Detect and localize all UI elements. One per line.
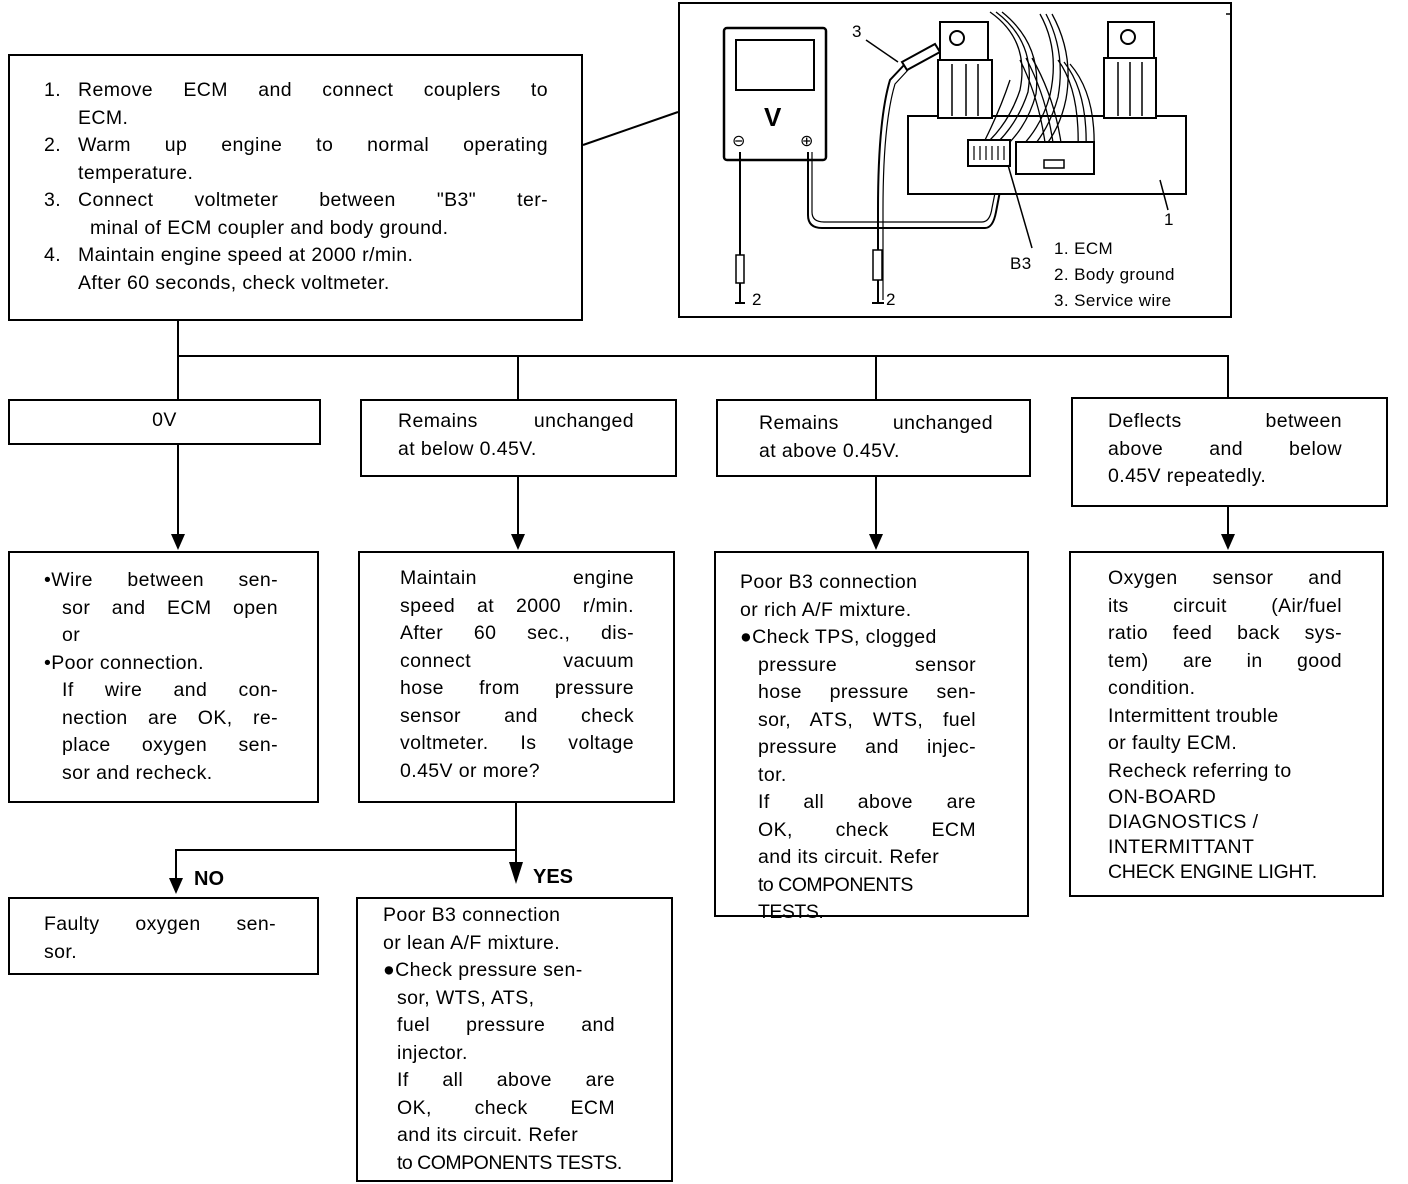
- step-1: 1. Remove ECM and connect couplers to EC…: [44, 77, 548, 132]
- arrow-line: [1227, 507, 1229, 537]
- callout-line: [582, 111, 679, 146]
- arrow-down-icon: [1221, 534, 1235, 550]
- connector-line: [875, 355, 877, 399]
- connector-line: [177, 321, 179, 399]
- result-below: [360, 399, 677, 477]
- callout-3-leader: [865, 39, 899, 63]
- yes-label: YES: [533, 866, 574, 888]
- action-below: [358, 551, 675, 803]
- legend-item: 3. Service wire: [1054, 291, 1172, 310]
- action-deflects: [1069, 551, 1384, 897]
- result-0v: [8, 399, 321, 445]
- step-number: 4.: [44, 244, 62, 266]
- action-0v: [8, 551, 319, 803]
- step-text: minal of ECM coupler and body ground.: [90, 216, 449, 239]
- no-result-box: [8, 897, 319, 975]
- branch-line: [515, 803, 517, 863]
- arrow-down-icon: [509, 862, 523, 884]
- arrow-down-icon: [511, 534, 525, 550]
- action-above: [714, 551, 1029, 917]
- arrow-down-icon: [169, 878, 183, 894]
- step-text: ECM.: [78, 106, 129, 129]
- step-2: 2. Warm up engine to normal operating te…: [44, 132, 548, 187]
- arrow-line: [875, 477, 877, 537]
- service-wire: [877, 63, 906, 300]
- arrow-down-icon: [171, 534, 185, 550]
- ecm-coupler-a: [1015, 141, 1095, 175]
- voltmeter-display: [735, 39, 815, 91]
- step-text: Connect voltmeter between "B3" ter-: [78, 189, 548, 211]
- connector-line: [517, 355, 519, 399]
- no-result-text: Faulty oxygen sen- sor.: [44, 913, 276, 963]
- step-text: Remove ECM and connect couplers to: [78, 79, 548, 101]
- meter-plus-icon: ⊕: [800, 133, 814, 150]
- meter-minus-icon: ⊖: [732, 133, 746, 150]
- yes-result-box: [356, 897, 673, 1182]
- connector-line: [1227, 355, 1229, 397]
- action-deflects-text: Oxygen sensor and its circuit (Air/fuel …: [1108, 567, 1342, 883]
- step-3: 3. Connect voltmeter between "B3" ter- m…: [44, 187, 548, 242]
- no-label: NO: [194, 868, 224, 890]
- step-text: temperature.: [78, 161, 194, 184]
- connector-line: [177, 355, 1229, 357]
- legend-item: 1. ECM: [1054, 239, 1114, 258]
- step-4: 4. Maintain engine speed at 2000 r/min. …: [44, 242, 548, 297]
- callout-3: 3: [852, 22, 862, 41]
- b3-leader: [1007, 164, 1033, 249]
- result-deflects-text: Deflects between above and below 0.45V r…: [1108, 410, 1342, 487]
- legend-item: 2. Body ground: [1054, 265, 1175, 284]
- step-text: After 60 seconds, check voltmeter.: [78, 271, 390, 294]
- arrow-line: [177, 445, 179, 537]
- step-text: Warm up engine to normal operating: [78, 134, 548, 156]
- arrow-down-icon: [869, 534, 883, 550]
- meter-symbol: V: [764, 102, 782, 132]
- service-wire-clip: [900, 42, 942, 72]
- result-0v-text: 0V: [152, 409, 177, 431]
- step-text: Maintain engine speed at 2000 r/min.: [78, 244, 414, 266]
- ecm-coupler-b: [967, 139, 1011, 167]
- action-above-text: Poor B3 connection or rich A/F mixture. …: [740, 571, 976, 923]
- wiring-illustration: [582, 11, 1232, 304]
- procedure-steps: 1. Remove ECM and connect couplers to EC…: [44, 77, 548, 297]
- result-above: [716, 399, 1031, 477]
- action-below-text: Maintain engine speed at 2000 r/min. Aft…: [400, 567, 634, 782]
- callout-2a: 2: [752, 290, 762, 309]
- yes-result-text: Poor B3 connection or lean A/F mixture. …: [383, 904, 622, 1174]
- result-above-text: Remains unchanged at above 0.45V.: [759, 412, 993, 462]
- ground-probe: [735, 254, 745, 284]
- b3-label: B3: [1010, 254, 1032, 273]
- result-below-text: Remains unchanged at below 0.45V.: [398, 410, 634, 460]
- illustration-legend: 1. ECM 2. Body ground 3. Service wire: [1054, 236, 1175, 314]
- callout-1-leader: [1159, 179, 1169, 211]
- meter-lead-positive: [807, 152, 1006, 229]
- procedure-box: [8, 54, 583, 321]
- step-number: 1.: [44, 79, 62, 101]
- step-number: 3.: [44, 189, 62, 211]
- wire-harness: [984, 11, 1095, 151]
- branch-line: [175, 849, 517, 851]
- action-0v-text: •Wire between sen- sor and ECM open or •…: [44, 569, 278, 784]
- branch-line: [175, 849, 177, 881]
- callout-1: 1: [1164, 210, 1174, 229]
- relay-left: [937, 59, 993, 119]
- callout-2b: 2: [886, 290, 896, 309]
- arrow-line: [517, 477, 519, 537]
- step-number: 2.: [44, 134, 62, 156]
- result-deflects: [1071, 397, 1388, 507]
